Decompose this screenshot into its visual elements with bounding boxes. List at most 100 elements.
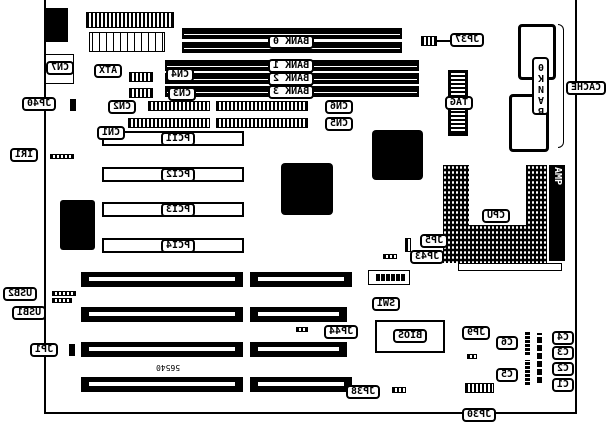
- cn2-label: CN2: [108, 100, 137, 114]
- c4-label: C4: [552, 331, 575, 345]
- usb2-connector: [52, 291, 76, 296]
- c6-text: C6: [501, 337, 514, 348]
- c3-text: C3: [557, 347, 570, 358]
- c4-text: C4: [557, 332, 570, 343]
- c5-label: C5: [496, 368, 519, 382]
- pci1-text: PCI1: [166, 133, 191, 144]
- jp37-jumper: [421, 36, 437, 46]
- amp-label: AMP: [552, 167, 563, 186]
- usb2-label: USB2: [3, 287, 38, 301]
- isa-slot: [250, 307, 347, 322]
- cn1-text: CN1: [102, 127, 121, 138]
- c2-text: C2: [557, 363, 570, 374]
- c5-jumper: [525, 360, 530, 385]
- jp1-text: JP1: [35, 344, 54, 355]
- isa-slot: [81, 377, 243, 392]
- jp30-jumper: [465, 383, 494, 393]
- jp30-label: JP30: [462, 408, 497, 422]
- atx-label: ATX: [94, 64, 123, 78]
- jp44-label: JP44: [324, 325, 359, 339]
- isa-slot: [81, 272, 243, 287]
- c1-text: C1: [557, 379, 570, 390]
- jp44-jumper: [296, 327, 308, 332]
- bank2-text: BANK 2: [273, 73, 310, 84]
- usb1-label: USB1: [12, 306, 47, 320]
- jp38-label: JP38: [346, 385, 381, 399]
- c3-label: C3: [552, 346, 575, 360]
- cpu-socket: [443, 165, 547, 263]
- atx-text: ATX: [99, 65, 118, 76]
- atx-top-connector: [86, 12, 174, 28]
- jp30-text: JP30: [467, 409, 492, 420]
- cache-bracket: [558, 24, 564, 148]
- cache-chip: [509, 94, 549, 152]
- cache-text: CACHE: [571, 82, 602, 93]
- jp43-jumper: [383, 254, 397, 259]
- usb1-connector: [52, 298, 72, 303]
- c1-c4-jumpers: [537, 333, 542, 383]
- bank0-text: BANK 0: [273, 36, 310, 47]
- cache-label: CACHE: [566, 81, 607, 95]
- cn6-text: CN6: [330, 101, 349, 112]
- pci2-label: PCI2: [161, 168, 196, 182]
- tag-label: TAG: [445, 96, 474, 110]
- jp43-label: JP43: [410, 250, 445, 264]
- tag-text: TAG: [450, 97, 469, 108]
- bank3-text: BANK 3: [273, 86, 310, 97]
- c2-label: C2: [552, 362, 575, 376]
- pci1-label: PCI1: [161, 132, 196, 146]
- jp43-text: JP43: [415, 251, 440, 262]
- cpu-label: CPU: [482, 209, 511, 223]
- cn2-connector: [148, 101, 210, 111]
- pci4-text: PCI4: [166, 240, 191, 251]
- isa-slot: [250, 342, 347, 357]
- jp37-label: JP37: [450, 33, 485, 47]
- c5-text: C5: [501, 369, 514, 380]
- jp5-label: JP5: [420, 234, 449, 248]
- c6-label: C6: [496, 336, 519, 350]
- cn1-label: CN1: [97, 126, 126, 140]
- isa-slot: [250, 377, 352, 392]
- ir1-connector: [50, 154, 74, 159]
- cpu-text: CPU: [487, 210, 506, 221]
- jp38-jumper: [392, 387, 406, 393]
- cache-bank0-text: BANK0: [537, 61, 544, 116]
- cn3-label: CN3: [168, 87, 197, 101]
- chipset-chip: [281, 163, 333, 215]
- bank3-label: BANK 3: [268, 85, 315, 99]
- pci3-label: PCI3: [161, 203, 196, 217]
- board-outline: [44, 0, 577, 414]
- jp1-label: JP1: [30, 343, 59, 357]
- cn5-label: CN5: [325, 117, 354, 131]
- jp40-text: JP40: [27, 98, 52, 109]
- jp38-text: JP38: [351, 386, 376, 397]
- bank1-text: BANK 1: [273, 60, 310, 71]
- cn2-text: CN2: [113, 101, 132, 112]
- c1-label: C1: [552, 378, 575, 392]
- chipset-chip: [372, 130, 423, 180]
- cn4-text: CN4: [171, 69, 190, 80]
- cpu-socket-lever: [458, 263, 562, 271]
- io-chip: [60, 200, 95, 250]
- cn5-connector: [216, 118, 308, 128]
- pci2-text: PCI2: [166, 169, 191, 180]
- sw1-switch: [368, 270, 410, 285]
- jp5-text: JP5: [425, 235, 444, 246]
- cn7-text: CN7: [51, 62, 70, 73]
- cache-bank0-label: BANK0: [532, 57, 549, 116]
- cn3-connector: [129, 88, 153, 98]
- jp40-jumper: [70, 99, 76, 111]
- cn6-connector: [216, 101, 308, 111]
- atx-power-connector: [89, 32, 165, 52]
- pci4-label: PCI4: [161, 239, 196, 253]
- isa-slot: [81, 307, 243, 322]
- usb1-text: USB1: [17, 307, 42, 318]
- bios-label: BIOS: [393, 329, 428, 343]
- jp5-jumper: [405, 238, 411, 252]
- cn1-connector: [128, 118, 210, 128]
- cn5-text: CN5: [330, 118, 349, 129]
- bank1-label: BANK 1: [268, 59, 315, 73]
- bios-text: BIOS: [398, 330, 423, 341]
- keyboard-mouse-connector: [44, 8, 68, 42]
- jp37-leader-line: [437, 40, 451, 42]
